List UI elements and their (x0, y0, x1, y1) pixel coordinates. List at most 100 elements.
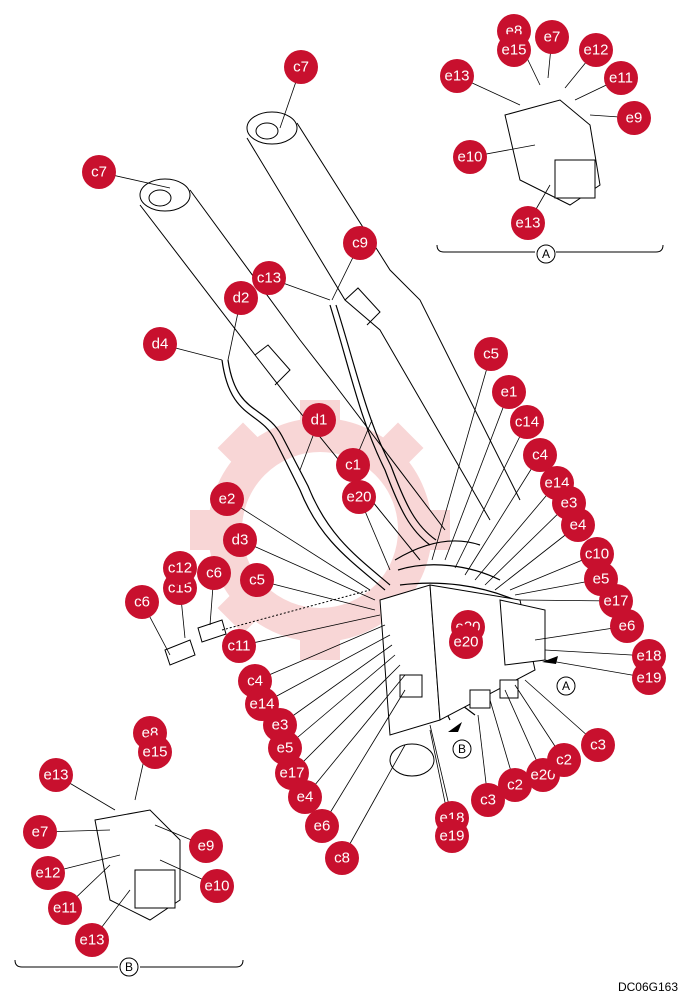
callout-b-e9: e9 (189, 829, 223, 863)
callout-b-e15: e15 (138, 735, 172, 769)
leader-c5_left (256, 579, 376, 611)
callout-badge (632, 661, 666, 695)
callout-badge (252, 261, 286, 295)
callout-a-e13-bottom: e13 (511, 206, 545, 240)
leader-e5_left (284, 654, 396, 749)
callout-text: e18 (636, 648, 661, 665)
callout-c14: c14 (510, 405, 544, 439)
callout-text: e13 (43, 767, 68, 784)
view-label-b: B (119, 957, 139, 977)
callout-text: c9 (352, 235, 368, 252)
callout-text: e9 (626, 110, 643, 127)
leader-c8 (341, 744, 406, 859)
callout-c3-right: c3 (581, 728, 615, 762)
callout-badge (336, 448, 370, 482)
callout-e1: e1 (492, 375, 526, 409)
callout-e6-right: e6 (610, 609, 644, 643)
callout-badge (604, 61, 638, 95)
callout-c6-left: c6 (125, 585, 159, 619)
boom-cylinder-right (246, 111, 521, 521)
callout-text: e15 (501, 42, 526, 59)
callout-text: e13 (79, 932, 104, 949)
callout-text: e19 (636, 670, 661, 687)
callout-a-e10: e10 (453, 140, 487, 174)
callout-text: c7 (293, 59, 309, 76)
callout-badge (471, 783, 505, 817)
callout-text: e5 (593, 571, 610, 588)
arrow-label-b: B (452, 739, 472, 759)
callout-text: c5 (483, 346, 499, 363)
callout-b-e10: e10 (200, 869, 234, 903)
leader-e3_right (484, 502, 570, 586)
clamp-parts (164, 589, 371, 666)
callout-b-e13-bottom: e13 (75, 923, 109, 957)
leader-e4_right (494, 524, 579, 591)
callout-text: c7 (91, 164, 107, 181)
callout-text: d3 (232, 532, 249, 549)
callout-badge (511, 206, 545, 240)
callout-badge (492, 375, 526, 409)
callout-text: c2 (507, 777, 523, 794)
callout-d3: d3 (223, 523, 257, 557)
view-arrow-b (448, 722, 462, 732)
callout-badge (610, 609, 644, 643)
callout-text: c11 (227, 638, 250, 655)
callout-d4: d4 (143, 327, 177, 361)
callout-text: e3 (272, 717, 289, 734)
callout-text: e6 (619, 618, 636, 635)
callout-badge (435, 819, 469, 853)
callout-text: c13 (257, 270, 281, 287)
callout-text: c8 (334, 850, 350, 867)
callout-badge (189, 829, 223, 863)
callout-text: e7 (544, 29, 561, 46)
callout-b-e13: e13 (39, 758, 73, 792)
leader-c14 (454, 421, 528, 569)
callout-badge (449, 625, 483, 659)
leader-e14_right (474, 482, 558, 581)
callout-text: e4 (570, 517, 587, 534)
callout-c13: c13 (252, 261, 286, 295)
callout-text: e10 (204, 878, 229, 895)
leader-e17_left (291, 664, 401, 774)
callout-badge (547, 743, 581, 777)
callout-c10: c10 (580, 537, 614, 571)
callout-badge (474, 337, 508, 371)
callout-badge (579, 33, 613, 67)
callout-badge (510, 405, 544, 439)
callout-badge (325, 841, 359, 875)
leader-e2 (226, 498, 371, 591)
callout-e19-right: e19 (632, 661, 666, 695)
leader-e14_left (261, 634, 391, 705)
arrow-label-a: A (556, 676, 576, 696)
callout-a-e13-top: e13 (440, 59, 474, 93)
callout-badge (535, 20, 569, 54)
callout-text: c6 (134, 594, 150, 611)
callout-badge (342, 480, 376, 514)
callout-badge (561, 508, 595, 542)
callout-badge (580, 537, 614, 571)
callout-c8: c8 (325, 841, 359, 875)
callout-text: e15 (142, 744, 167, 761)
callout-text: e20 (453, 634, 478, 651)
callout-text: e20 (346, 489, 371, 506)
callout-badge (523, 438, 557, 472)
svg-text:A: A (542, 247, 550, 261)
leader-e4_left (304, 674, 406, 798)
callout-badge (224, 281, 258, 315)
callout-a-e7: e7 (535, 20, 569, 54)
callout-c5-top: c5 (474, 337, 508, 371)
callout-badge (125, 585, 159, 619)
callout-text: d4 (152, 336, 169, 353)
callout-badge (453, 140, 487, 174)
detail-a-frame (436, 99, 664, 253)
callout-text: e12 (35, 865, 60, 882)
callout-e19-bottom: e19 (435, 819, 469, 853)
callout-badge (23, 815, 57, 849)
callout-badge (138, 735, 172, 769)
leader-c4_right (464, 454, 541, 576)
callout-text: e17 (279, 765, 304, 782)
callout-text: e12 (583, 42, 608, 59)
callout-badge (498, 768, 532, 802)
callout-e4-left: e4 (288, 780, 322, 814)
